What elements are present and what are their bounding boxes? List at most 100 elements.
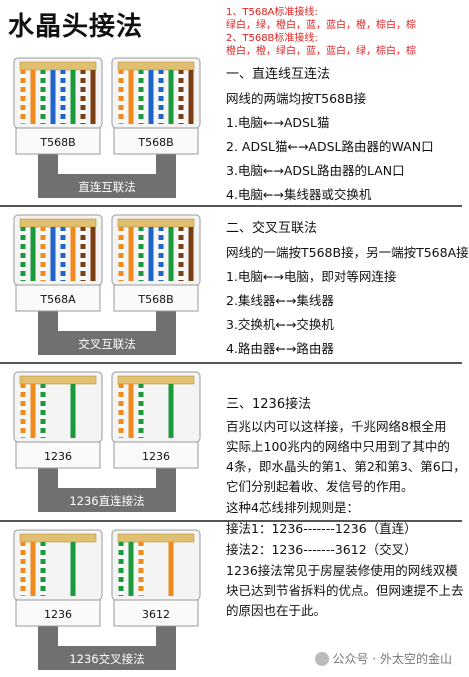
- cable-bridge: [38, 468, 176, 512]
- wire-stripe: [158, 231, 164, 235]
- wire-blue: [148, 227, 154, 281]
- plug-boot: [15, 599, 101, 627]
- wire-stripe: [118, 276, 124, 280]
- wire-stripe: [138, 573, 144, 577]
- wire-stripe: [118, 546, 124, 550]
- wire-stripe: [138, 546, 144, 550]
- wire-stripe: [60, 83, 66, 87]
- section-3-line: 接法1：1236-------1236（直连）: [226, 521, 417, 536]
- wire-stripe: [138, 240, 144, 244]
- wire-brown_white: [178, 70, 184, 124]
- wire-green: [168, 384, 174, 438]
- wire-stripe: [138, 276, 144, 280]
- diagram-cross-t568a-t568b: T568A T568B 交叉互联法: [13, 214, 201, 355]
- wire-stripe: [60, 101, 66, 105]
- plug-label: T568B: [137, 136, 173, 149]
- wire-stripe: [40, 119, 46, 123]
- wire-stripe: [118, 110, 124, 114]
- wire-stripe: [20, 406, 26, 410]
- wire-stripe: [138, 424, 144, 428]
- wire-brown: [90, 227, 96, 281]
- plug-contacts: [19, 218, 97, 228]
- wire-stripe: [20, 397, 26, 401]
- wire-stripe: [158, 240, 164, 244]
- wire-stripe: [20, 546, 26, 550]
- wire-stripe: [178, 240, 184, 244]
- wire-stripe: [40, 83, 46, 87]
- bridge-label: 1236直连接法: [69, 494, 144, 508]
- bridge-label: 交叉互联法: [78, 337, 136, 351]
- wire-stripe: [118, 83, 124, 87]
- wire-green: [128, 542, 134, 596]
- wire-stripe: [118, 231, 124, 235]
- wire-blue_white: [158, 227, 164, 281]
- wire-stripe: [60, 92, 66, 96]
- cable-bridge: [38, 311, 176, 355]
- wire-stripe: [40, 555, 46, 559]
- wire-stripe: [138, 564, 144, 568]
- wire-stripe: [138, 582, 144, 586]
- wire-stripe: [118, 573, 124, 577]
- plug-contacts: [19, 375, 97, 385]
- plug-boot: [113, 127, 199, 155]
- wire-stripe: [60, 249, 66, 253]
- wire-brown: [188, 70, 194, 124]
- rj45-plug: T568B: [111, 57, 201, 155]
- wire-stripe: [40, 546, 46, 550]
- wire-stripe: [20, 424, 26, 428]
- wire-stripe: [80, 74, 86, 78]
- wire-orange_white: [20, 70, 26, 124]
- wire-stripe: [118, 101, 124, 105]
- wire-stripe: [158, 276, 164, 280]
- section-3-line: 块已达到节省拆料的优点。但网速提不上去: [226, 583, 464, 598]
- section-3-heading: 三、1236接法: [226, 397, 312, 412]
- wire-brown: [90, 70, 96, 124]
- wire-orange: [128, 70, 134, 124]
- wire-stripe: [40, 258, 46, 262]
- wire-green: [70, 70, 76, 124]
- wire-stripe: [80, 240, 86, 244]
- wire-stripe: [40, 573, 46, 577]
- wire-stripe: [118, 564, 124, 568]
- wire-orange_white: [118, 70, 124, 124]
- wire-green_white: [118, 542, 124, 596]
- plug-label: T568A: [39, 293, 76, 306]
- wire-stripe: [158, 119, 164, 123]
- plug-boot: [113, 599, 199, 627]
- wire-stripe: [80, 110, 86, 114]
- wire-stripe: [60, 119, 66, 123]
- wire-orange: [128, 227, 134, 281]
- wire-stripe: [118, 92, 124, 96]
- t568a-title: 1、T568A标准接线:: [226, 7, 318, 18]
- wire-orange: [30, 384, 36, 438]
- rj45-plug: T568B: [111, 214, 201, 312]
- wire-stripe: [138, 388, 144, 392]
- wire-stripe: [20, 388, 26, 392]
- wire-blue_white: [60, 70, 66, 124]
- wire-stripe: [80, 249, 86, 253]
- plug-label: 1236: [142, 450, 170, 463]
- wire-stripe: [80, 231, 86, 235]
- wire-stripe: [158, 101, 164, 105]
- diagram-1236-straight: 1236 1236 1236直连接法: [13, 371, 201, 512]
- rj45-plug: T568A: [13, 214, 103, 312]
- wire-stripe: [20, 555, 26, 559]
- wire-stripe: [138, 433, 144, 437]
- standards-block: 1、T568A标准接线: 绿白，绿，橙白，蓝，蓝白，橙，棕白，棕 2、T568B…: [226, 6, 416, 58]
- rj45-plug: 1236: [13, 371, 103, 469]
- wire-stripe: [118, 249, 124, 253]
- wire-stripe: [60, 240, 66, 244]
- wire-stripe: [40, 591, 46, 595]
- wire-stripe: [60, 110, 66, 114]
- plug-boot: [15, 441, 101, 469]
- section-3-line: 百兆以内可以这样接，千兆网络8根全用: [226, 419, 447, 434]
- plug-label: T568B: [137, 293, 173, 306]
- wire-stripe: [138, 555, 144, 559]
- section-2-line: 2.集线器←→集线器: [226, 293, 334, 308]
- plug-contacts: [117, 218, 195, 228]
- wire-stripe: [40, 92, 46, 96]
- t568b-order: 橙白，橙，绿白，蓝，蓝白，绿，棕白，棕: [226, 46, 416, 57]
- wire-orange_white: [20, 384, 26, 438]
- wire-stripe: [20, 573, 26, 577]
